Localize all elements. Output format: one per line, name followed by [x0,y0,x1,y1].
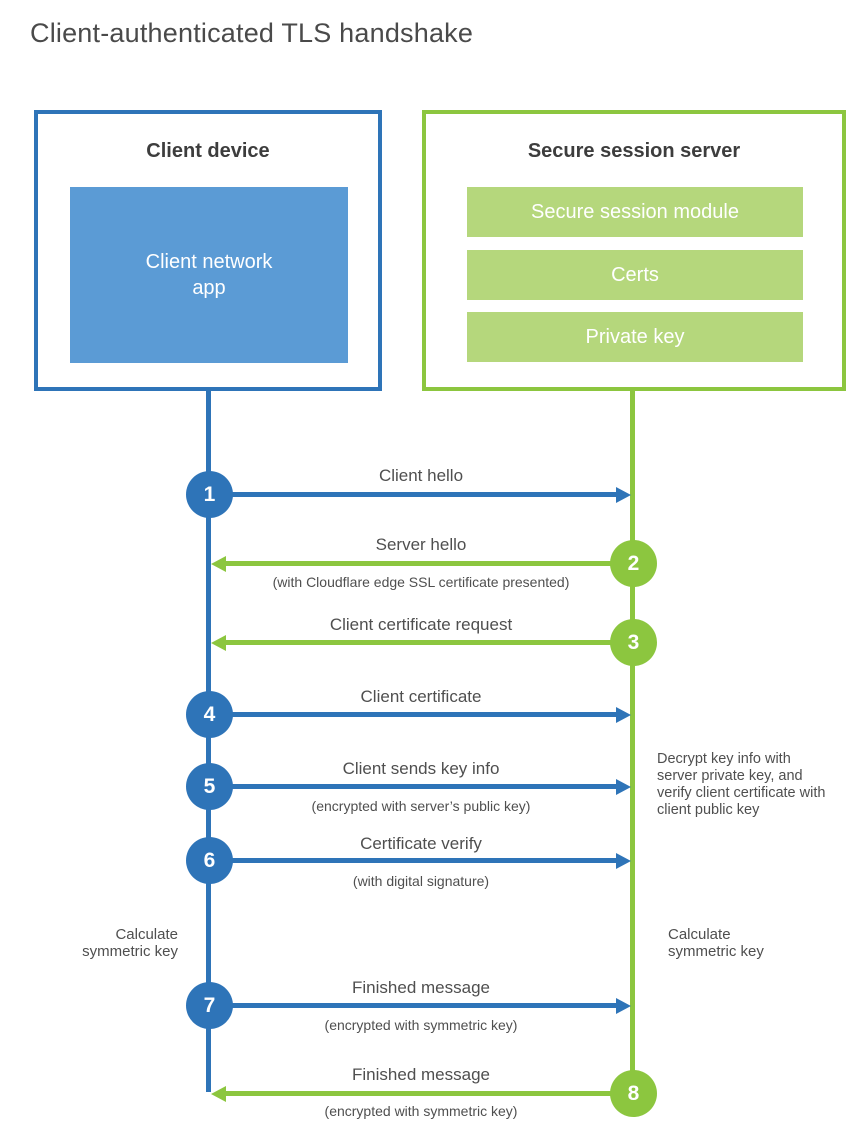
step3-arrow [226,640,611,645]
server-calc-symmetric-key-note: Calculate symmetric key [668,926,764,960]
step3-label: Client certificate request [329,615,513,634]
step8-label: Finished message [352,1065,490,1084]
step6-sublabel: (with digital signature) [352,873,490,889]
step8-sublabel: (encrypted with symmetric key) [324,1103,518,1119]
step7-sublabel: (encrypted with symmetric key) [324,1017,518,1033]
step2-sublabel: (with Cloudflare edge SSL certificate pr… [272,574,570,590]
step5-arrowhead-right-icon [616,779,631,795]
step5-label: Client sends key info [342,759,500,778]
step5-sublabel: (encrypted with server’s public key) [311,798,531,814]
server-lifeline [630,388,635,1093]
step2-arrowhead-left-icon [211,556,226,572]
client-device-box: Client device Client network app [34,110,382,391]
server-module-private-key: Private key [467,312,803,362]
step4-label: Client certificate [360,687,482,706]
server-module-secure-session: Secure session module [467,187,803,237]
client-network-app-box: Client network app [70,187,348,363]
client-network-app-label: Client network app [145,251,273,299]
step5-circle: 5 [186,763,233,810]
server-decrypt-note: Decrypt key info with server private key… [657,751,826,818]
step4-arrowhead-right-icon [616,707,631,723]
step6-arrowhead-right-icon [616,853,631,869]
step6-arrow [232,858,617,863]
step2-arrow [226,561,611,566]
step5-arrow [232,784,617,789]
client-device-title: Client device [146,140,270,162]
step8-circle: 8 [610,1070,657,1117]
step1-arrowhead-right-icon [616,487,631,503]
step7-circle: 7 [186,982,233,1029]
secure-session-server-box: Secure session server Secure session mod… [422,110,846,391]
step1-circle: 1 [186,471,233,518]
client-lifeline [206,388,211,1092]
client-calc-symmetric-key-note: Calculate symmetric key [82,926,178,960]
step6-circle: 6 [186,837,233,884]
page-title: Client-authenticated TLS handshake [30,18,474,48]
step7-arrow [232,1003,617,1008]
step3-circle: 3 [610,619,657,666]
secure-session-server-title: Secure session server [527,140,741,162]
step7-arrowhead-right-icon [616,998,631,1014]
step8-arrow [226,1091,611,1096]
step4-arrow [232,712,617,717]
server-module-certs: Certs [467,250,803,300]
step7-label: Finished message [352,978,490,997]
step8-arrowhead-left-icon [211,1086,226,1102]
step2-label: Server hello [375,535,467,554]
step3-arrowhead-left-icon [211,635,226,651]
step1-label: Client hello [378,466,464,485]
step6-label: Certificate verify [360,834,482,853]
step4-circle: 4 [186,691,233,738]
step1-arrow [232,492,617,497]
step2-circle: 2 [610,540,657,587]
